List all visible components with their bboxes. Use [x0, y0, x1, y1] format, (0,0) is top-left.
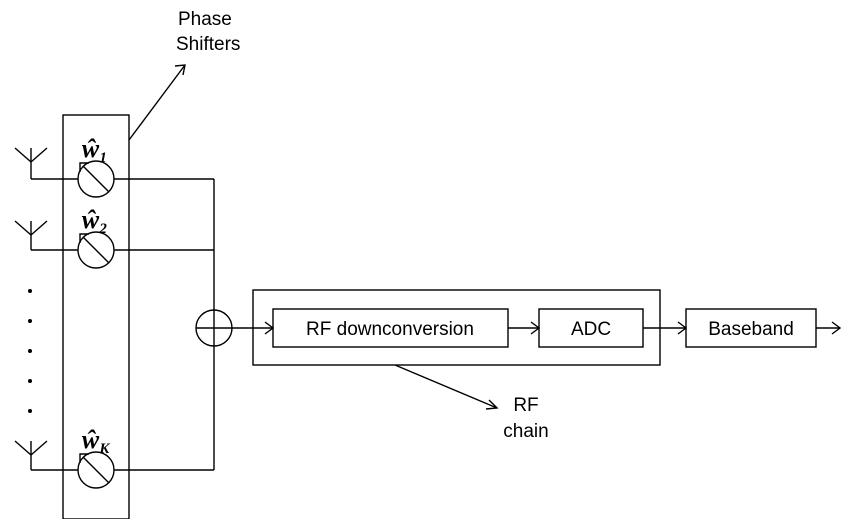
- weight-k-symbol: ŵ: [81, 425, 100, 454]
- phase-shifter-bank: [62, 114, 130, 519]
- weight-2-symbol: ŵ: [81, 205, 100, 234]
- weight-1-symbol: ŵ: [81, 134, 100, 163]
- baseband-label: Baseband: [708, 319, 794, 340]
- weight-1-label: ŵ1: [81, 134, 107, 166]
- rf-downconversion-label: RF downconversion: [306, 319, 474, 340]
- antenna-k: [14, 440, 78, 471]
- baseband-output-arrowhead: [831, 321, 842, 335]
- rf-chain-label-line1: RF: [513, 395, 538, 416]
- antenna-2: [14, 220, 78, 251]
- weight-2-label: ŵ2: [81, 205, 107, 237]
- rf-chain-label-line2: chain: [503, 421, 548, 442]
- antenna-1: [14, 147, 78, 180]
- phase-shifters-label-line1: Phase: [178, 9, 232, 30]
- combining-bus: [114, 178, 215, 471]
- rf-chain-callout-line: [394, 364, 498, 409]
- phase-shifters-callout-line: [128, 64, 186, 141]
- rf-chain-callout-arrowhead: [485, 399, 499, 410]
- adc-label: ADC: [571, 319, 611, 340]
- weight-2-subscript: 2: [98, 221, 107, 237]
- phase-shifters-label-line2: Shifters: [176, 34, 240, 55]
- phase-shifter-k: [77, 451, 115, 489]
- weight-1-subscript: 1: [99, 150, 107, 166]
- ellipsis-dots: [28, 289, 32, 413]
- weight-k-subscript: K: [98, 441, 110, 457]
- phase-shifters-callout-arrowhead: [174, 64, 186, 76]
- phase-shifter-2: [77, 231, 115, 269]
- weight-k-label: ŵK: [81, 425, 110, 457]
- phase-shifter-1: [77, 160, 115, 198]
